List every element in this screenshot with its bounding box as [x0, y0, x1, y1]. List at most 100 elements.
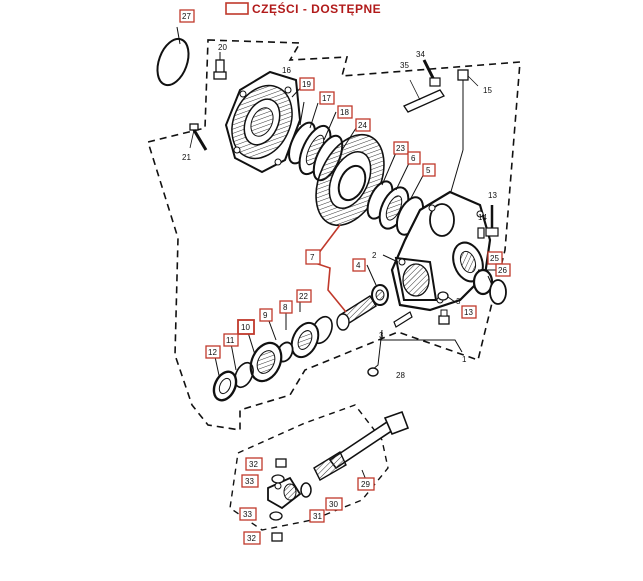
part-label: 24 [358, 121, 367, 130]
label-19: 19 [299, 77, 315, 91]
label-7: 7 [305, 249, 321, 265]
clip-30 [300, 482, 312, 498]
label-35: 35 [400, 61, 409, 70]
pin-35 [403, 79, 445, 113]
label-2: 2 [372, 251, 377, 260]
part-label: 17 [322, 94, 331, 103]
label-34: 34 [416, 50, 425, 59]
part-label: 8 [283, 303, 288, 312]
label-3-bottom: 3 [379, 331, 384, 340]
bolt-14 [477, 227, 485, 239]
cap-32-top [275, 458, 287, 468]
part-labels: 27 19 17 18 24 23 6 5 7 4 25 26 22 8 9 1… [179, 9, 511, 545]
label-4: 4 [352, 258, 366, 272]
part-label: 18 [340, 108, 349, 117]
label-21: 21 [182, 153, 191, 162]
part-label: 32 [249, 460, 258, 469]
label-33-bottom: 33 [239, 507, 257, 521]
label-9: 9 [259, 308, 273, 322]
label-30: 30 [325, 497, 343, 511]
universal-joint-31 [267, 476, 302, 510]
seal-26 [489, 279, 507, 305]
part-label: 23 [396, 144, 405, 153]
label-13: 13 [461, 305, 477, 319]
part-label: 26 [498, 266, 507, 275]
part-label: 33 [245, 477, 254, 486]
part-label: 32 [247, 534, 256, 543]
label-18: 18 [337, 105, 353, 119]
bearing-33-top [271, 474, 285, 484]
label-31: 31 [309, 509, 325, 523]
drain-plug-right [438, 309, 450, 325]
label-20: 20 [218, 43, 227, 52]
part-label: 12 [208, 348, 217, 357]
part-label: 19 [302, 80, 311, 89]
label-22: 22 [296, 289, 312, 303]
drive-shaft-29 [313, 410, 410, 481]
label-25: 25 [487, 251, 503, 265]
label-32-bottom: 32 [243, 531, 261, 545]
part-label: 6 [411, 154, 416, 163]
part-label: 25 [490, 254, 499, 263]
label-11: 11 [223, 333, 239, 347]
nut-28 [367, 367, 379, 377]
bearing-8 [290, 321, 320, 359]
part-label: 22 [299, 292, 308, 301]
label-3-top: 3 [456, 297, 461, 306]
label-16: 16 [282, 66, 291, 75]
label-8: 8 [279, 300, 293, 314]
assembly-outline [146, 39, 521, 431]
label-24: 24 [355, 118, 371, 132]
label-32-top: 32 [245, 457, 263, 471]
part-label: 30 [329, 500, 338, 509]
part-label: 33 [243, 510, 252, 519]
part-label: 31 [313, 512, 322, 521]
label-15: 15 [483, 86, 492, 95]
part-label: 11 [226, 336, 235, 345]
label-26: 26 [495, 263, 511, 277]
gear-housing-2 [390, 190, 492, 312]
legend: CZĘŚCI - DOSTĘPNE [225, 1, 381, 16]
bearing-stack-17-19 [288, 121, 344, 182]
pinion-gear [336, 295, 377, 331]
part-label: 7 [310, 253, 315, 262]
label-17: 17 [319, 91, 335, 105]
label-5: 5 [422, 163, 436, 177]
breather-15 [449, 69, 479, 196]
bolt-21 [189, 123, 208, 151]
washer-3 [437, 291, 449, 301]
o-ring-11 [234, 361, 254, 389]
bolt-20 [213, 52, 227, 80]
legend-swatch [225, 2, 249, 15]
screw-lower [393, 311, 413, 328]
label-23: 23 [393, 141, 409, 155]
label-14: 14 [478, 213, 487, 222]
spacer-4 [371, 284, 389, 306]
label-28: 28 [396, 371, 405, 380]
label-13-bolt: 13 [488, 191, 497, 200]
part-label: 9 [263, 311, 268, 320]
label-1: 1 [462, 355, 467, 364]
ring-gear-24 [315, 133, 385, 227]
o-ring-27 [156, 37, 190, 87]
part-label: 5 [426, 166, 431, 175]
part-label: 13 [464, 308, 473, 317]
label-10: 10 [237, 319, 255, 335]
seal-12 [212, 370, 238, 402]
part-label: 29 [361, 480, 370, 489]
bearing-33-bottom [269, 511, 283, 521]
bolt-13 [485, 205, 499, 237]
legend-text: CZĘŚCI - DOSTĘPNE [252, 1, 381, 16]
label-12: 12 [205, 345, 221, 359]
pinion-highlight-line [311, 224, 347, 313]
housing-cover-16 [224, 70, 302, 174]
label-33-top: 33 [241, 474, 259, 488]
part-label: 27 [182, 12, 191, 21]
label-27: 27 [179, 9, 195, 23]
part-label: 10 [241, 323, 250, 332]
cap-32-bottom [271, 532, 283, 542]
label-6: 6 [407, 151, 421, 165]
bolt-34 [422, 59, 441, 87]
label-29: 29 [357, 477, 375, 491]
